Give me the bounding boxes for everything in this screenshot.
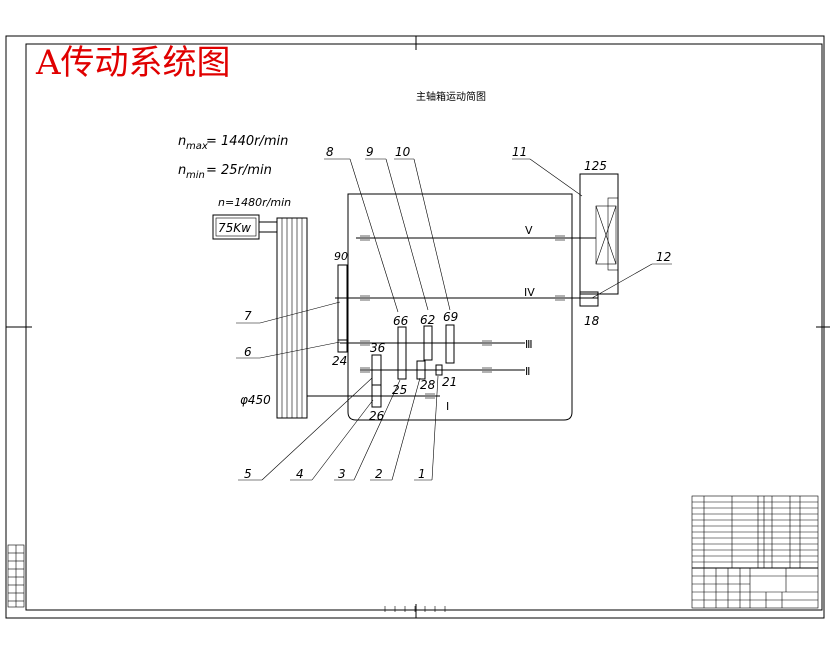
shaft-label-II: Ⅱ	[525, 365, 530, 378]
gear-28	[416, 360, 426, 380]
svg-text:= 25r/min: = 25r/min	[206, 163, 272, 178]
callout-4: 4	[296, 467, 304, 481]
gear-24	[337, 339, 348, 353]
diagram-title: 主轴箱运动简图	[416, 90, 486, 103]
callout-1: 1	[418, 467, 426, 481]
shaft-label-V: V	[525, 224, 533, 237]
speed-min: n min = 25r/min	[178, 163, 272, 181]
gear-label-24: 24	[332, 354, 347, 368]
gear-label-66: 66	[393, 314, 409, 328]
gear-label-36: 36	[370, 341, 386, 355]
gear-90	[337, 264, 348, 341]
shaft-label-III: Ⅲ	[525, 338, 533, 351]
title-block	[691, 495, 819, 609]
shaft-IV	[335, 295, 598, 301]
callout-7: 7	[244, 309, 252, 323]
gear-26	[371, 384, 382, 408]
gear-label-26: 26	[369, 409, 385, 423]
callout-5: 5	[244, 467, 252, 481]
shaft-label-IV: IV	[524, 286, 535, 299]
shaft-I	[360, 393, 440, 399]
callout-leaders	[236, 158, 672, 481]
shaft-label-I: I	[446, 400, 449, 413]
left-margin-table	[7, 544, 25, 608]
gear-label-25: 25	[392, 383, 407, 397]
gear-label-125: 125	[584, 159, 607, 173]
callout-9: 9	[366, 145, 374, 159]
svg-text:max: max	[186, 141, 208, 152]
speed-max: n max = 1440r/min	[178, 134, 288, 152]
gear-label-21: 21	[442, 375, 457, 389]
svg-text:= 1440r/min: = 1440r/min	[206, 134, 288, 149]
shaft-V	[356, 235, 596, 241]
gear-label-18: 18	[584, 314, 600, 328]
gear-66	[397, 326, 407, 380]
gear-69	[445, 324, 455, 364]
callout-3: 3	[338, 467, 346, 481]
callout-6: 6	[244, 345, 252, 359]
gear-label-28: 28	[420, 378, 436, 392]
callout-10: 10	[395, 145, 411, 159]
motor-speed: n=1480r/min	[218, 196, 291, 209]
pulley-diameter: φ450	[240, 393, 271, 407]
gear-label-90: 90	[334, 250, 348, 263]
headstock-housing	[347, 193, 573, 421]
motor-shaft	[258, 221, 278, 233]
callout-12: 12	[656, 250, 671, 264]
gear-label-69: 69	[443, 310, 458, 324]
svg-text:n: n	[178, 134, 186, 149]
svg-text:n: n	[178, 163, 186, 178]
drawing-title: A传动系统图	[35, 43, 231, 83]
centering-marks	[6, 36, 830, 618]
gear-62	[423, 325, 433, 361]
belt-drive	[276, 217, 370, 419]
outer-frame	[5, 35, 825, 619]
callout-2: 2	[375, 467, 383, 481]
svg-text:min: min	[186, 170, 205, 181]
callout-11: 11	[512, 145, 527, 159]
motor-power: 75Kw	[218, 221, 251, 235]
gear-21	[435, 364, 443, 376]
scale-ticks	[380, 606, 450, 612]
callout-8: 8	[326, 145, 334, 159]
gear-label-62: 62	[420, 313, 435, 327]
